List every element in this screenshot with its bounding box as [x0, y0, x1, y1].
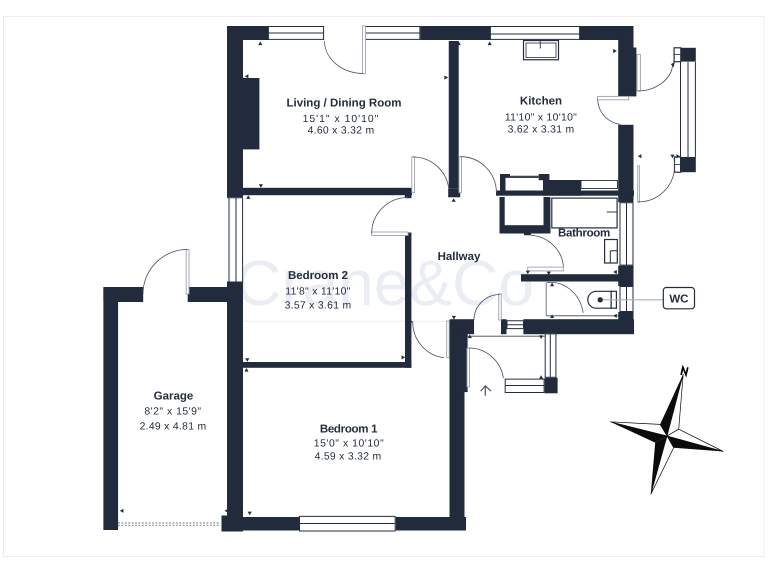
svg-text:Garage: Garage — [154, 391, 194, 403]
svg-text:Crane&Co: Crane&Co — [235, 247, 534, 319]
svg-text:Bedroom 1: Bedroom 1 — [320, 423, 378, 435]
svg-text:3.62 x 3.31 m: 3.62 x 3.31 m — [508, 124, 575, 135]
svg-text:15'1" x 10'10": 15'1" x 10'10" — [303, 114, 380, 125]
svg-text:4.59 x 3.32 m: 4.59 x 3.32 m — [315, 451, 382, 462]
svg-text:3.57 x 3.61 m: 3.57 x 3.61 m — [285, 301, 352, 312]
svg-text:8'2" x 15'9": 8'2" x 15'9" — [144, 407, 201, 418]
svg-text:Hallway: Hallway — [438, 251, 481, 263]
svg-text:Bathroom: Bathroom — [558, 228, 610, 240]
svg-text:Bedroom 2: Bedroom 2 — [288, 270, 348, 282]
svg-text:15'0" x 10'10": 15'0" x 10'10" — [314, 438, 384, 449]
svg-text:WC: WC — [669, 293, 688, 305]
svg-text:4.60 x 3.32 m: 4.60 x 3.32 m — [308, 126, 375, 137]
svg-text:Kitchen: Kitchen — [520, 96, 562, 108]
svg-text:11'8" x 11'10": 11'8" x 11'10" — [285, 287, 350, 298]
svg-text:Living / Dining Room: Living / Dining Room — [287, 98, 402, 110]
svg-text:11'10" x 10'10": 11'10" x 10'10" — [505, 113, 577, 124]
svg-text:2.49 x 4.81 m: 2.49 x 4.81 m — [140, 422, 207, 433]
